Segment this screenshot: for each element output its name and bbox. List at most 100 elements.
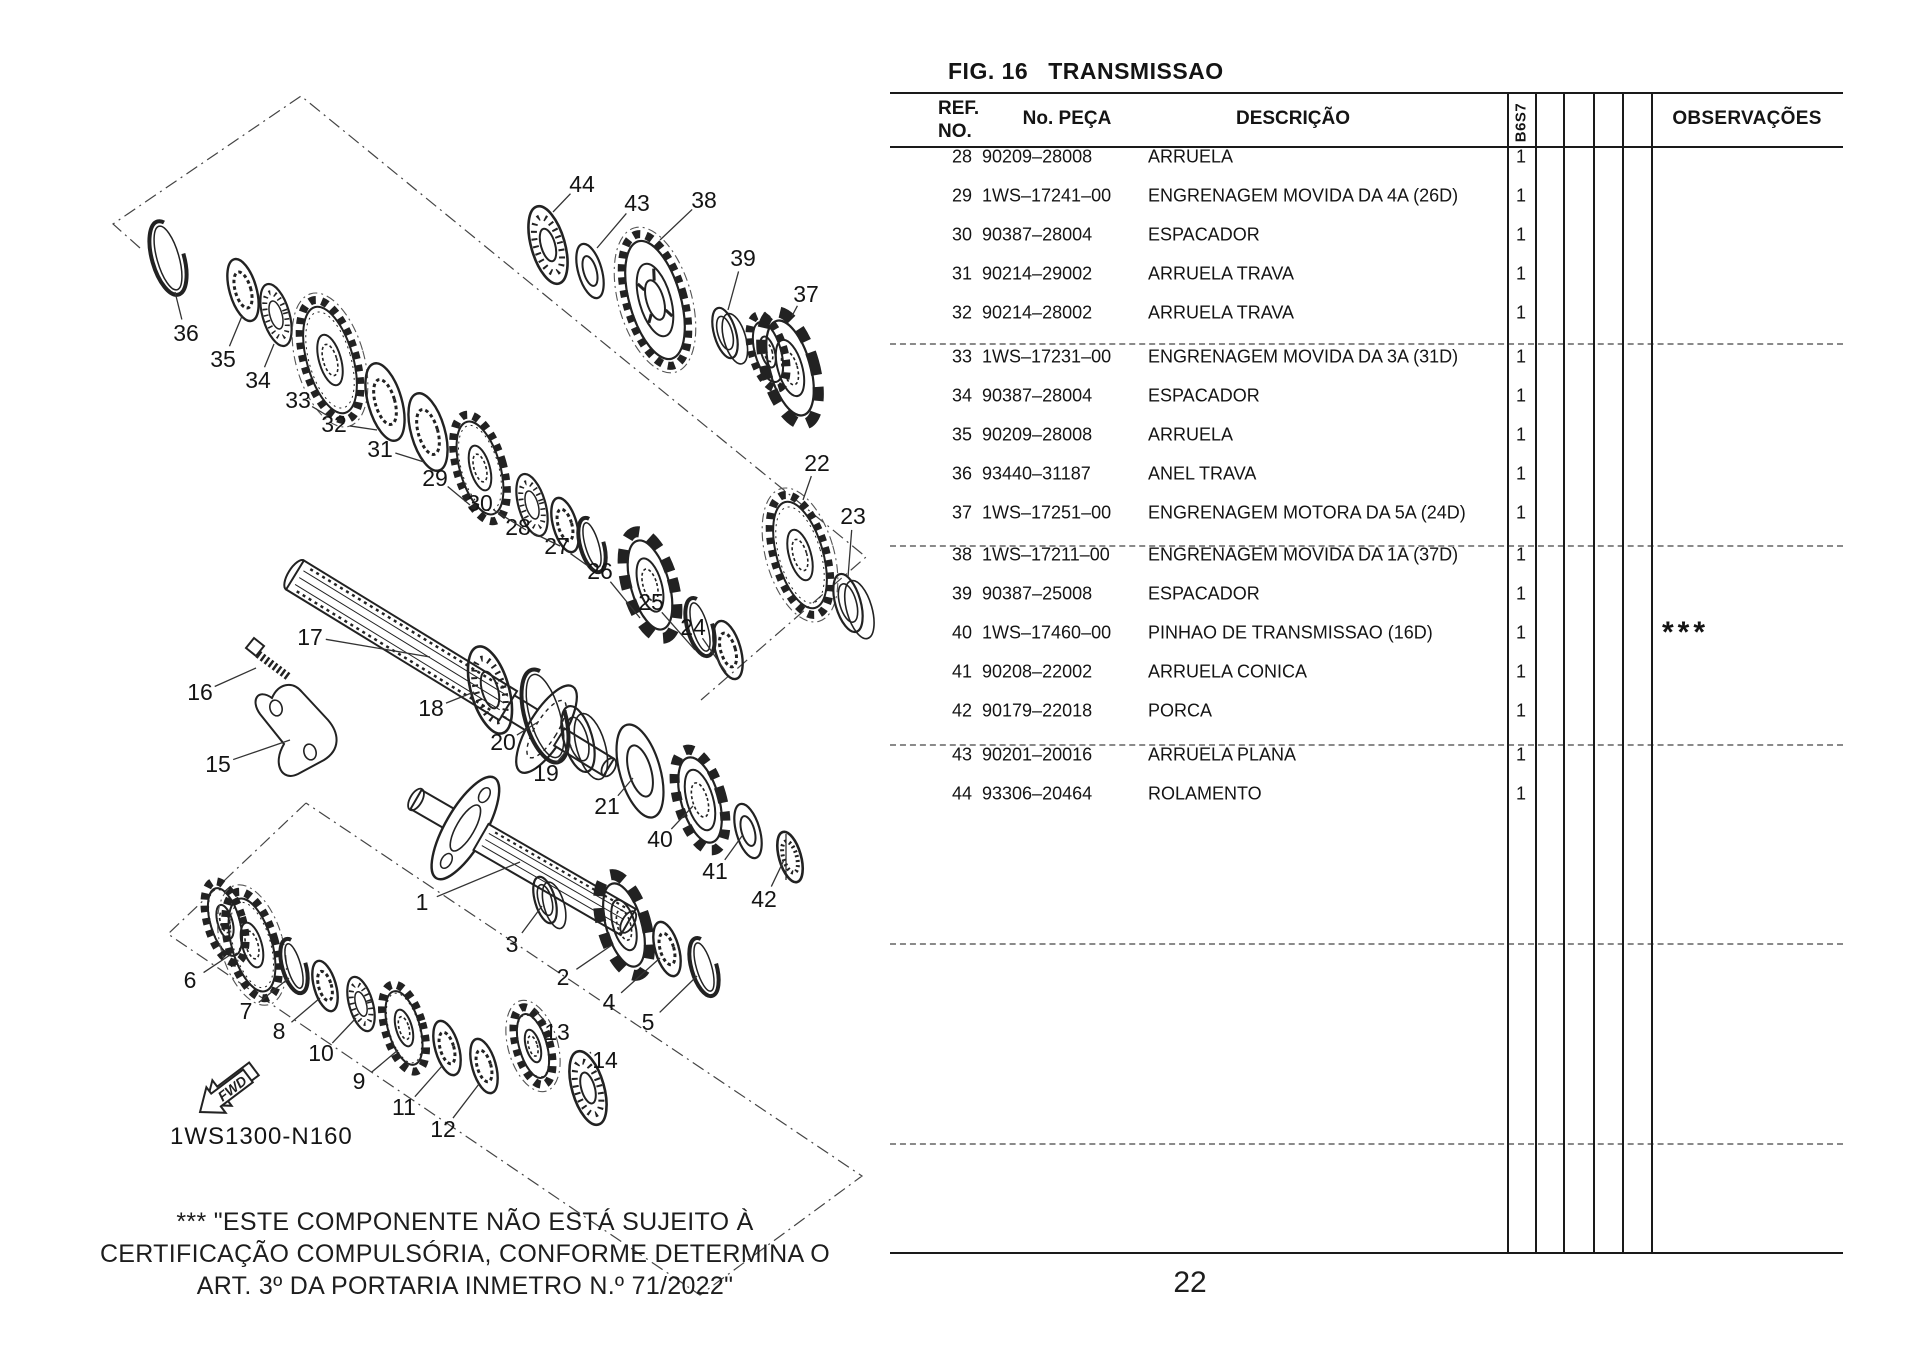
column-rule	[1563, 92, 1565, 1252]
part-label: 23	[840, 503, 866, 529]
qty-cell: 1	[1515, 224, 1526, 245]
part-label: 29	[422, 465, 448, 491]
leader-line	[331, 1017, 357, 1044]
part-label: 37	[793, 281, 819, 307]
part-label: 21	[594, 793, 620, 819]
leader-line	[532, 532, 561, 547]
part-label: 13	[544, 1019, 570, 1045]
part-label: 41	[702, 858, 728, 884]
group-divider	[890, 545, 1843, 547]
leader-line	[770, 859, 785, 887]
table-bottom-rule	[890, 1252, 1843, 1254]
part-label: 8	[273, 1018, 286, 1044]
table-header-rule	[890, 146, 1843, 148]
part-number-cell: 90214–28002	[982, 302, 1093, 323]
leader-line	[445, 691, 475, 704]
figure-name: TRANSMISSAO	[1048, 58, 1224, 84]
part-label: 33	[285, 387, 311, 413]
leader-line	[791, 305, 798, 317]
part-label: 2	[557, 964, 570, 990]
part-label: 32	[321, 411, 347, 437]
header-ref-no: REF. NO.	[938, 97, 979, 143]
description-cell: ARRUELA PLANA	[1148, 744, 1297, 765]
part-label: 7	[240, 998, 253, 1024]
ref-cell: 40	[951, 622, 972, 643]
leader-line	[659, 975, 698, 1013]
leader-line	[263, 343, 275, 368]
figure-title: FIG. 16 TRANSMISSAO	[948, 58, 1224, 85]
leader-line	[291, 997, 321, 1023]
header-description: DESCRIÇÃO	[1235, 108, 1350, 129]
leader-line	[395, 452, 425, 463]
part-number-cell: 90201–20016	[982, 744, 1093, 765]
qty-cell: 1	[1515, 424, 1526, 445]
description-cell: PINHAO DE TRANSMISSAO (16D)	[1148, 622, 1433, 643]
part-number-cell: 90387–28004	[982, 224, 1093, 245]
leader-line	[617, 777, 634, 797]
ref-cell: 33	[951, 346, 972, 367]
column-rule	[1593, 92, 1595, 1252]
part-label: 11	[392, 1094, 416, 1120]
part-label: 38	[691, 187, 717, 213]
leader-line	[724, 835, 743, 861]
part-label: 12	[430, 1116, 456, 1142]
figure-number: FIG. 16	[948, 58, 1029, 84]
part-label: 10	[308, 1040, 334, 1066]
description-cell: ESPACADOR	[1148, 583, 1260, 604]
part-label: 9	[353, 1068, 366, 1094]
ref-cell: 34	[951, 385, 972, 406]
part-label: 30	[467, 490, 493, 516]
observations-cell: ***	[1662, 616, 1710, 649]
part-label: 44	[569, 171, 595, 197]
ref-cell: 43	[951, 744, 972, 765]
leader-line	[371, 1049, 399, 1073]
part-number-cell: 90387–28004	[982, 385, 1093, 406]
leader-line	[596, 213, 627, 249]
description-cell: ESPACADOR	[1148, 385, 1260, 406]
part-label: 15	[205, 751, 231, 777]
qty-cell: 1	[1515, 622, 1526, 643]
ref-cell: 31	[951, 263, 972, 284]
leader-line	[552, 193, 571, 213]
part-label: 14	[592, 1047, 618, 1073]
description-cell: ESPACADOR	[1148, 224, 1260, 245]
part-number-cell: 90179–22018	[982, 700, 1093, 721]
part-label: 24	[680, 614, 706, 640]
qty-cell: 1	[1515, 744, 1526, 765]
table-row: 43 90201–20016 ARRUELA PLANA 1	[890, 735, 1843, 775]
header-observations: OBSERVAÇÕES	[1672, 108, 1822, 129]
column-rule	[1535, 92, 1537, 1252]
part-label: 40	[647, 826, 673, 852]
note-line: CERTIFICAÇÃO COMPULSÓRIA, CONFORME DETER…	[99, 1240, 831, 1268]
qty-cell: 1	[1515, 385, 1526, 406]
part-label: 36	[173, 320, 199, 346]
part-label: 3	[506, 931, 519, 957]
part-label: 16	[187, 679, 213, 705]
leader-line	[258, 977, 290, 1003]
leader-line	[214, 667, 257, 688]
leader-line	[311, 406, 329, 417]
model-code-vertical-label: B6S7	[1512, 102, 1530, 142]
part-label: 39	[730, 245, 756, 271]
part-number-cell: 1WS–17211–00	[982, 544, 1110, 565]
leader-line	[802, 475, 812, 501]
part-number-cell: 90387–25008	[982, 583, 1093, 604]
part-label: 17	[297, 624, 323, 650]
qty-cell: 1	[1515, 302, 1526, 323]
leader-line	[589, 1051, 592, 1054]
part-number-cell: 93306–20464	[982, 783, 1093, 804]
part-label: 26	[587, 558, 613, 584]
description-cell: ARRUELA	[1148, 146, 1234, 167]
leader-line	[659, 208, 693, 241]
qty-cell: 1	[1515, 544, 1526, 565]
qty-cell: 1	[1515, 661, 1526, 682]
leader-line	[447, 486, 471, 506]
leader-line	[325, 638, 431, 658]
